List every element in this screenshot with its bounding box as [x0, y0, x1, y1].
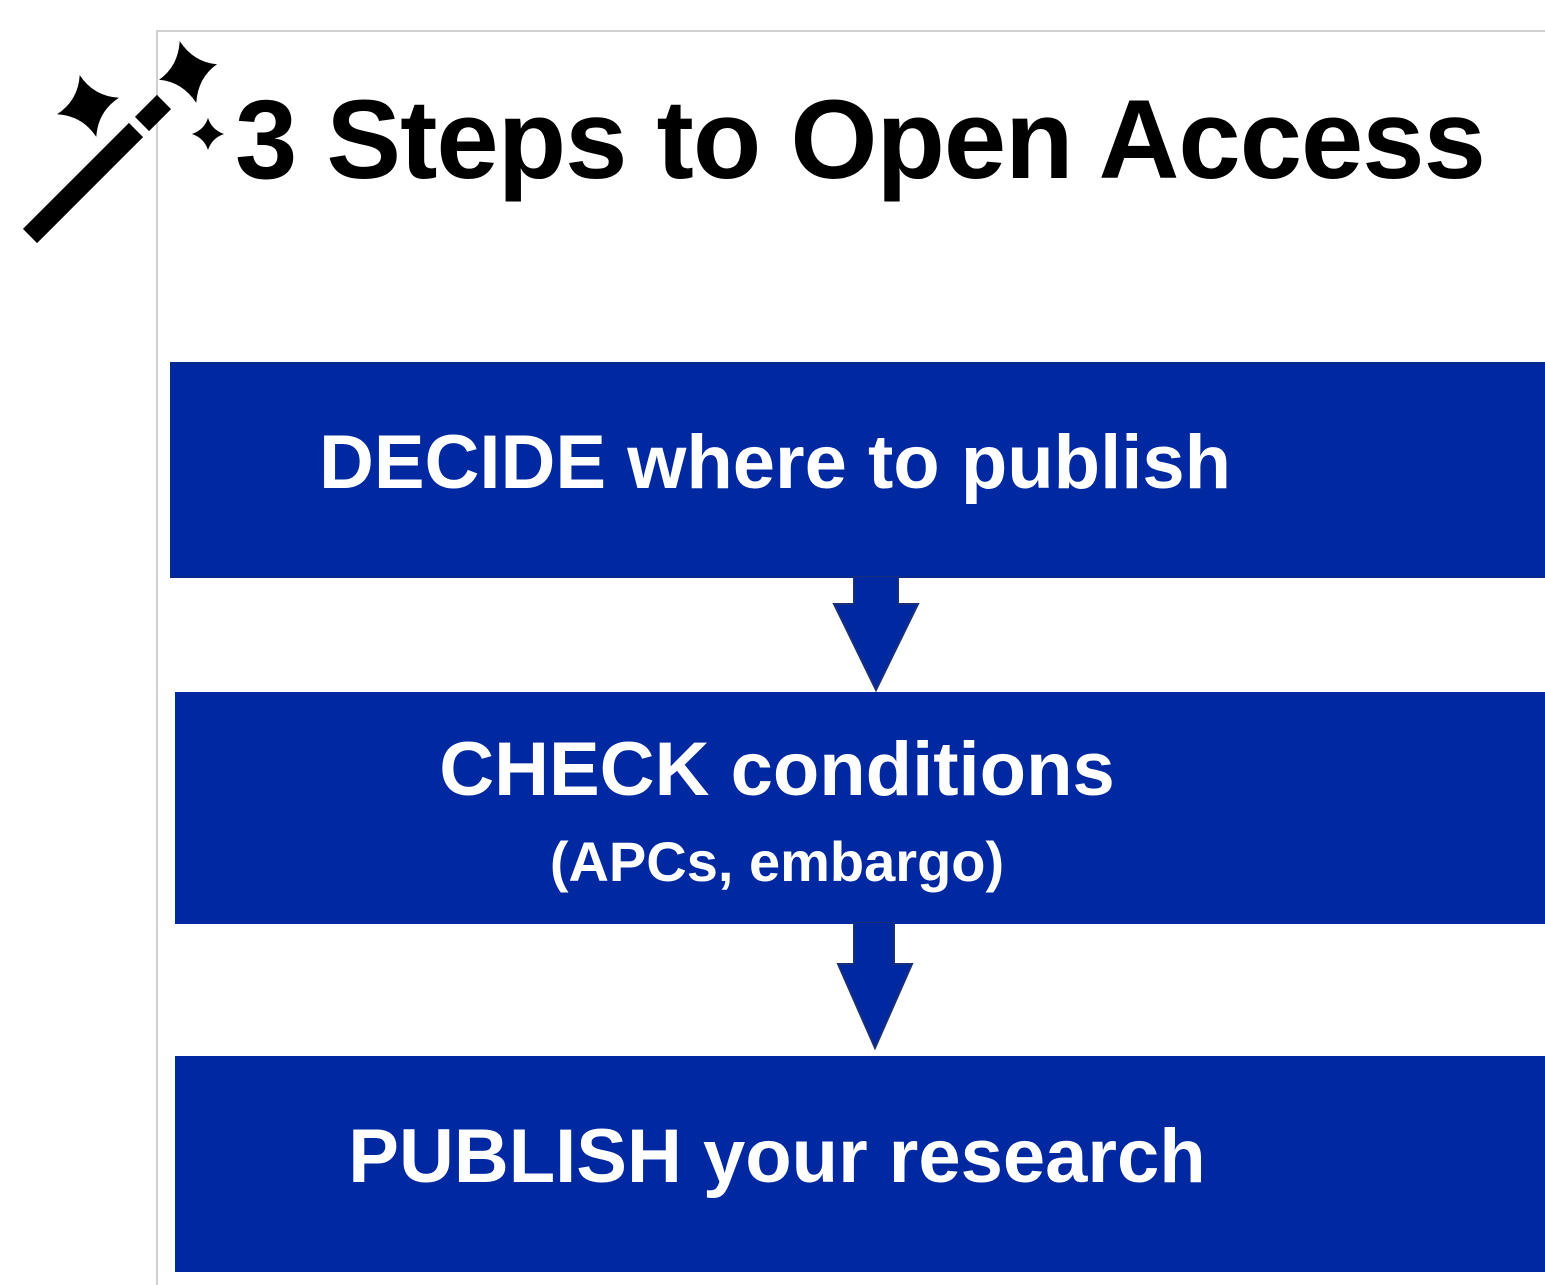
step-publish-box: PUBLISH your research	[175, 1056, 1545, 1272]
step-decide-label: DECIDE where to publish	[318, 419, 1232, 505]
slide-title: 3 Steps to Open Access	[235, 77, 1486, 202]
slide-frame	[156, 30, 1545, 1285]
arrow-down-icon	[832, 576, 920, 692]
step-decide-box: DECIDE where to publish	[170, 362, 1545, 578]
step-check-sublabel: (APCs, embargo)	[549, 829, 1005, 893]
magic-wand-icon	[22, 41, 224, 244]
step-check-box: CHECK conditions (APCs, embargo)	[175, 692, 1545, 924]
step-publish-label: PUBLISH your research	[348, 1113, 1206, 1199]
step-check-label: CHECK conditions	[439, 726, 1115, 812]
arrow-down-icon	[836, 922, 914, 1050]
